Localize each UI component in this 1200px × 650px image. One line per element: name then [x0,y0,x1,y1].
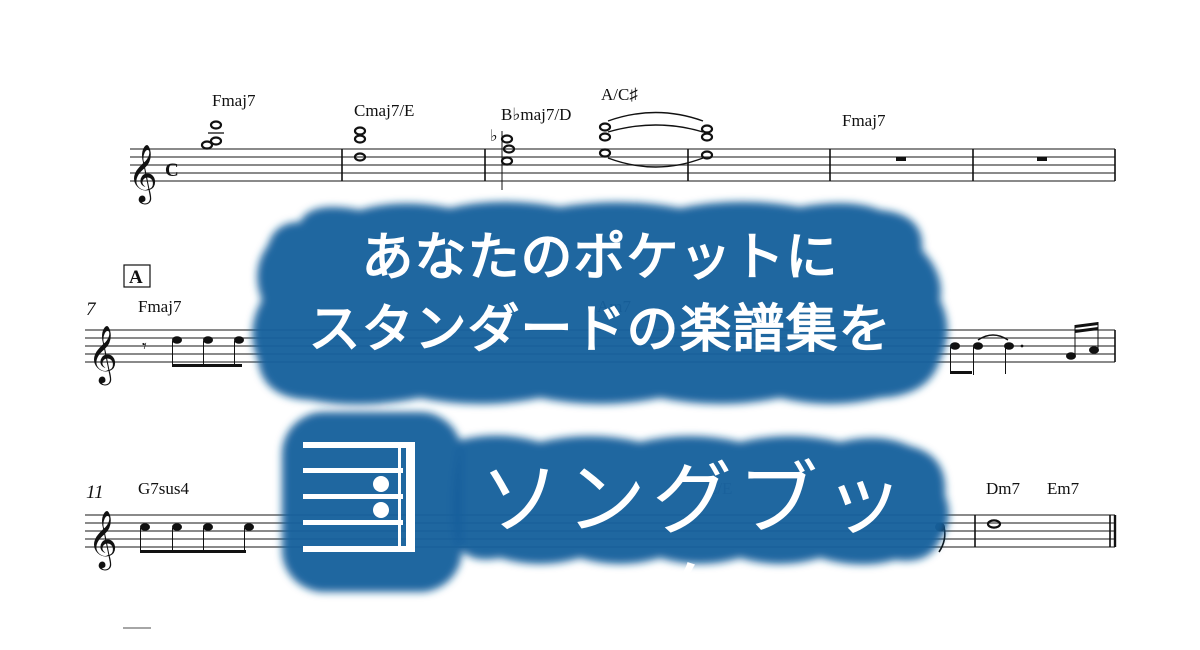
chord-symbol: A/C♯ [601,85,638,104]
chord-symbol: Fmaj7 [842,111,886,130]
measure-number: 11 [86,482,104,503]
chord-symbol: G7sus4 [138,479,190,498]
rehearsal-mark: A [129,267,143,288]
chord-symbol: Fmaj7 [138,297,182,316]
whole-rest-icon [896,157,906,161]
flat-icon: ♭ [490,126,498,145]
treble-clef-icon: 𝄞 [88,510,118,571]
whole-rest-icon [1037,157,1047,161]
chord-symbol: B♭maj7/D [501,105,571,124]
chord-symbol: Dm7 [986,479,1021,498]
headline-line-1: あなたのポケットに [361,228,839,288]
music-staff-icon [303,442,415,552]
treble-clef-icon: 𝄞 [128,144,158,205]
staff-system-1 [130,148,1115,182]
headline-line-2: スタンダードの楽譜集を [308,300,892,360]
treble-clef-icon: 𝄞 [88,325,118,386]
chord-symbol: Cmaj7/E [354,101,414,120]
chord-symbol: Em7 [1047,479,1080,498]
time-signature: C [165,160,179,181]
brand-name: ソングブック [480,453,910,646]
measure-number: 7 [86,299,97,320]
chord-symbol: Fmaj7 [212,91,256,110]
notes-system-1 [200,111,714,168]
svg-text:𝄾: 𝄾 [142,336,147,357]
headline: あなたのポケットに スタンダードの楽譜集を [250,222,950,366]
notes-system-2: 𝄾 [142,322,1099,375]
rehearsal-mark-box [123,264,151,288]
